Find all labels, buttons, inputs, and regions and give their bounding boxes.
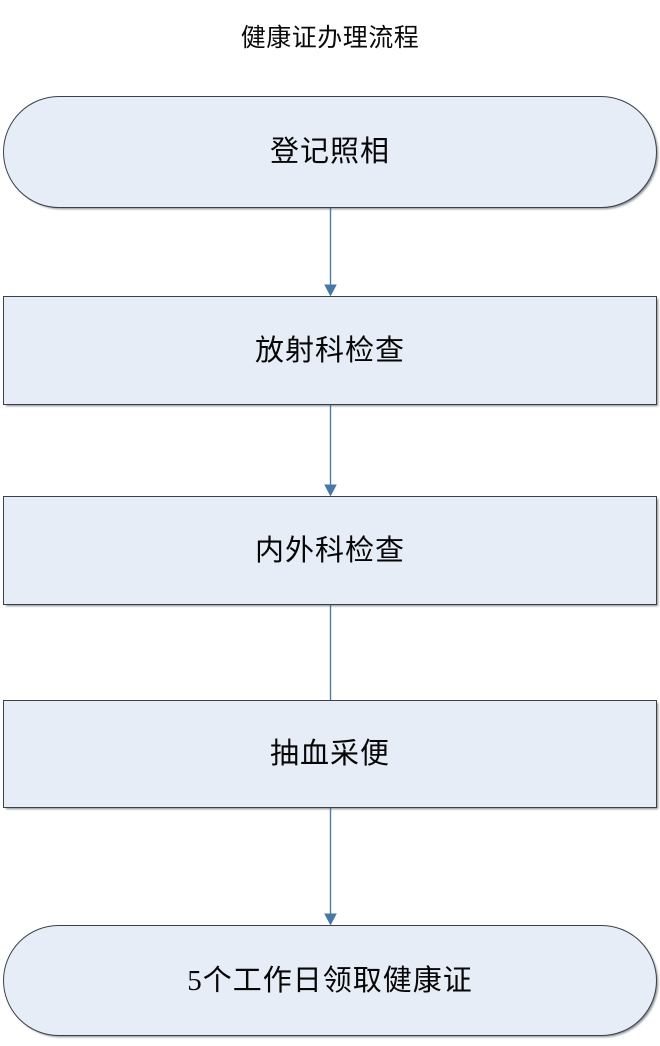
flow-node-step-4[interactable]: 抽血采便 — [3, 700, 657, 808]
flow-node-label: 放射科检查 — [254, 334, 405, 367]
flow-node-label: 5个工作日领取健康证 — [187, 964, 473, 997]
flow-node-step-1[interactable]: 登记照相 — [3, 96, 657, 208]
flow-node-label: 抽血采便 — [269, 738, 390, 770]
flow-node-step-5[interactable]: 5个工作日领取健康证 — [3, 925, 657, 1036]
connector-step2-step3 — [324, 405, 337, 497]
flow-node-step-3[interactable]: 内外科检查 — [3, 496, 657, 605]
connector-step4-step5 — [324, 808, 337, 926]
flow-node-label: 登记照相 — [269, 136, 390, 168]
connector-step1-step2 — [324, 208, 337, 297]
flow-node-label: 内外科检查 — [254, 534, 405, 567]
flow-node-step-2[interactable]: 放射科检查 — [3, 296, 657, 405]
page-title: 健康证办理流程 — [240, 25, 420, 52]
